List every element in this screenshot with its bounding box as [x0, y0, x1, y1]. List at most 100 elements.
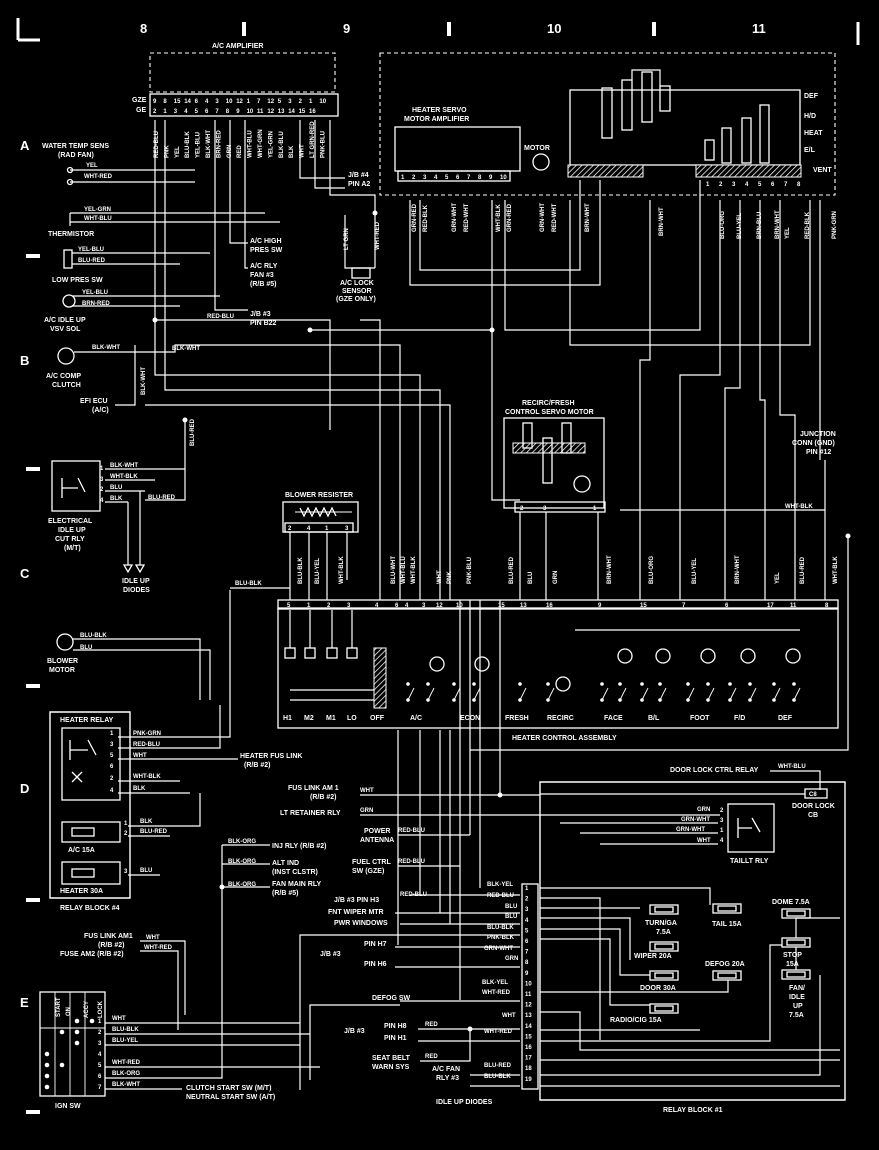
rb1-pin: 15	[525, 1034, 532, 1040]
svg-text:3: 3	[345, 526, 349, 532]
wire-blu-blk-c: BLU-BLK	[235, 581, 262, 587]
el-label: E/L	[804, 147, 816, 154]
servo-pin: 9	[489, 175, 493, 181]
svg-text:1: 1	[110, 731, 114, 737]
amp-wire-label: WHT-BLU	[248, 130, 254, 158]
amp-ge-pin: 12	[267, 109, 274, 115]
wire-blk-org-2: BLK-ORG	[228, 859, 256, 865]
amp-gze-pin: 2	[299, 99, 303, 105]
turn-amp-label: 7.5A	[656, 929, 671, 936]
motor-label: MOTOR	[524, 145, 550, 152]
fus-link-am1-label-2: (R/B #2)	[98, 942, 124, 949]
svg-text:3: 3	[100, 477, 104, 483]
servo-wire-label: RED-BLK	[423, 204, 429, 232]
efi-label-2: (A/C)	[92, 407, 109, 414]
ctrl-pin: 4	[375, 603, 379, 609]
wire-blk-red: RED-BLU	[487, 893, 514, 899]
amp-ge-pin: 5	[195, 109, 199, 115]
servo-pin: 10	[500, 175, 507, 181]
blower-resister-label: BLOWER RESISTER	[285, 492, 353, 499]
comp-clutch-symbol	[57, 347, 75, 365]
junction-conn: JUNCTION CONN (GND) PIN #12 WHT-BLK	[470, 431, 851, 751]
power-ant-label-2: ANTENNA	[360, 837, 394, 844]
amp-ge-pin: 13	[278, 109, 285, 115]
amp-wire-label: YEL-GRN	[268, 131, 274, 158]
servo-wire-label: GRN-RED	[507, 203, 513, 232]
svg-text:4: 4	[307, 526, 311, 532]
fan-idle-label-1: FAN/	[789, 985, 805, 992]
svg-text:1: 1	[593, 506, 597, 512]
vent-wire-label: YEL	[785, 227, 791, 239]
wire-grn: GRN	[505, 956, 518, 962]
wire-blu-rb1: BLU	[505, 904, 517, 910]
fan-main-label-1: FAN MAIN RLY	[272, 881, 321, 888]
switch-label: H1	[283, 715, 292, 722]
ac-rly-label-1: A/C RLY	[250, 263, 278, 270]
wire-blk-yel: BLK-YEL	[487, 882, 513, 888]
servo-pin: 6	[456, 175, 460, 181]
amp-gze-pin: 1	[247, 99, 251, 105]
vent-wire-label: PNK-GRN	[832, 211, 838, 239]
ctrl-pin: 7	[682, 603, 686, 609]
switch-label: M1	[326, 715, 336, 722]
servo-wire-label: WHT-BLK	[496, 204, 502, 232]
amp-gze-pin: 6	[195, 99, 199, 105]
defog-label: DEFOG 20A	[705, 961, 745, 968]
wire-red-blu-fc: RED-BLU	[398, 859, 425, 865]
svg-text:2: 2	[520, 506, 524, 512]
ac-rly-label-2: FAN #3	[250, 272, 274, 279]
wire-blu-rb4: BLU	[140, 868, 152, 874]
door-lock-cb-label-1: DOOR LOCK	[792, 803, 835, 810]
rb1-pin: 11	[525, 992, 532, 998]
ign-pin: 3	[98, 1041, 102, 1047]
heater-fus-label-1: HEATER FUS LINK	[240, 753, 302, 760]
grid-row-A: A	[20, 138, 30, 153]
fan-idle-label-3: UP	[793, 1003, 803, 1010]
amp-ge-pin: 6	[205, 109, 209, 115]
ctrl-wire-label: GRN	[553, 571, 559, 584]
ign-switch: FUS LINK AM1 (R/B #2) FUSE AM2 (R/B #2) …	[39, 900, 320, 1110]
turn-label: TURN/GA	[645, 920, 677, 927]
wire-pnk-grn: PNK-GRN	[133, 731, 161, 737]
rb1-pin: 7	[525, 950, 529, 956]
junction-label-2: CONN (GND)	[792, 440, 835, 447]
ctrl-wire-label: WHT-BLK	[833, 556, 839, 584]
amp-gze-pin: 12	[267, 99, 274, 105]
wire-yel-blu-2: YEL-BLU	[82, 290, 108, 296]
ctrl-pin: 5	[287, 603, 291, 609]
ctrl-wire-label: BLU	[528, 572, 534, 584]
amp-gze-pin: 7	[257, 99, 261, 105]
wire-red-blu-hr: RED-BLU	[133, 742, 160, 748]
comp-clutch-label-1: A/C COMP	[46, 373, 81, 380]
amp-ge-pin: 1	[163, 109, 167, 115]
left-sensors: WATER TEMP SENS (RAD FAN) YEL WHT-RED YE…	[42, 143, 331, 430]
wire-blk-org-1: BLK-ORG	[228, 839, 256, 845]
amp-ge-pin: 11	[257, 109, 264, 115]
heater30-label: HEATER 30A	[60, 888, 103, 895]
svg-text:C8: C8	[809, 792, 817, 798]
wire-blk-wht-3: BLK-WHT	[141, 367, 147, 395]
ctrl-pin: 3	[347, 603, 351, 609]
ign-acc-label: ACCY	[84, 1001, 90, 1018]
switch-label: DEF	[778, 715, 793, 722]
wire-blk-wht-ign: BLK-WHT	[112, 1082, 140, 1088]
heater-servo-label-1: HEATER SERVO	[412, 107, 467, 114]
amp-gze-pin: 3	[215, 99, 219, 105]
rb1-pin: 8	[525, 960, 529, 966]
servo-pin: 8	[478, 175, 482, 181]
wire-blu-red: BLU-RED	[78, 258, 106, 264]
wire-blu-red-vert: BLU-RED	[190, 418, 196, 446]
vent-pin: 1	[706, 182, 710, 188]
ac-high-relay-labels: A/C HIGH PRES SW A/C RLY FAN #3 (R/B #5)…	[214, 120, 381, 327]
ign-pin: 2	[98, 1030, 102, 1036]
mid-lower-labels: BLK-ORG INJ RLY (R/B #2) BLK-ORG ALT IND…	[221, 785, 720, 1106]
servo-pin: 5	[445, 175, 449, 181]
